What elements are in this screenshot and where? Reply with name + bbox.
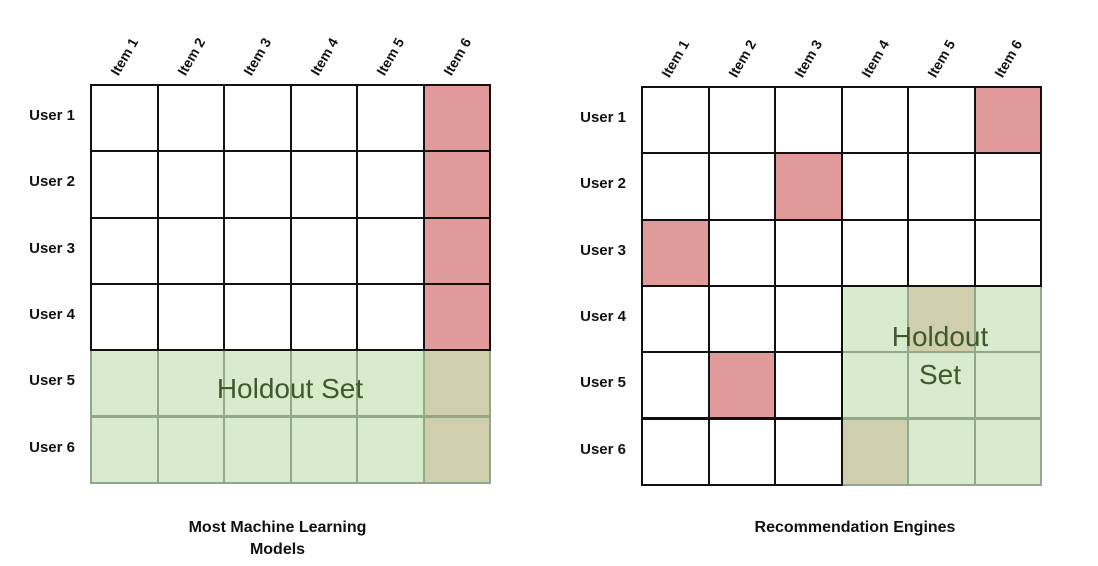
right-matrix-cell	[707, 351, 776, 420]
right-matrix-cell	[907, 86, 976, 155]
left-matrix-cell	[289, 216, 358, 285]
right-matrix-cell	[840, 86, 909, 155]
left-col-header: Item 2	[173, 34, 208, 78]
right-matrix-cell	[774, 152, 843, 221]
left-matrix-cell	[289, 282, 358, 352]
left-matrix-cell	[356, 216, 425, 285]
left-caption-line1: Most Machine Learning	[188, 519, 367, 536]
left-col-header: Item 4	[306, 34, 341, 78]
left-matrix-cell	[90, 84, 159, 153]
right-matrix-cell	[907, 417, 976, 486]
left-matrix-cell	[156, 349, 225, 418]
right-matrix-cell	[774, 218, 843, 287]
left-matrix-cell	[223, 84, 292, 153]
left-matrix-cell	[356, 282, 425, 352]
right-col-header: Item 4	[857, 36, 892, 80]
left-caption-line2: Models	[249, 541, 306, 558]
left-matrix-cell	[356, 150, 425, 219]
right-col-header: Item 3	[791, 36, 826, 80]
right-matrix-cell	[707, 284, 776, 354]
right-matrix-cell	[641, 86, 710, 155]
right-matrix-cell	[907, 152, 976, 221]
right-row-label: User 5	[580, 374, 626, 392]
left-matrix-cell	[422, 415, 491, 484]
left-col-header: Item 6	[439, 34, 474, 78]
right-matrix-cell	[707, 417, 776, 486]
right-col-header: Item 5	[924, 36, 959, 80]
right-matrix-cell	[641, 152, 710, 221]
right-row-label: User 6	[580, 440, 626, 458]
right-matrix-cell	[707, 218, 776, 287]
left-matrix-cell	[90, 282, 159, 352]
right-matrix-cell	[840, 218, 909, 287]
left-row-label: User 6	[29, 438, 75, 456]
right-caption: Recommendation Engines	[754, 519, 956, 536]
right-matrix-cell	[840, 152, 909, 221]
left-matrix-cell	[223, 282, 292, 352]
left-col-header: Item 1	[107, 34, 142, 78]
right-row-label: User 4	[580, 308, 626, 326]
left-matrix-cell	[356, 84, 425, 153]
left-matrix-cell	[289, 84, 358, 153]
left-matrix-cell	[156, 216, 225, 285]
left-matrix-cell	[289, 150, 358, 219]
right-holdout-label: Holdout Set	[840, 318, 1040, 394]
left-col-header: Item 5	[373, 34, 408, 78]
left-matrix-cell	[223, 415, 292, 484]
right-matrix-cell	[973, 218, 1042, 287]
left-matrix-cell	[90, 216, 159, 285]
left-matrix-cell	[422, 216, 491, 285]
right-holdout-line1: Holdout	[891, 321, 989, 352]
right-matrix-cell	[707, 152, 776, 221]
left-row-label: User 5	[29, 372, 75, 390]
left-matrix-cell	[289, 415, 358, 484]
right-col-header: Item 1	[658, 36, 693, 80]
right-matrix-cell	[973, 152, 1042, 221]
left-caption: Most Machine Learning Models	[175, 517, 380, 561]
left-matrix-cell	[90, 150, 159, 219]
right-matrix-cell	[641, 417, 710, 486]
left-row-label: User 1	[29, 107, 75, 125]
right-holdout-line2: Set	[918, 359, 962, 390]
right-matrix-cell	[707, 86, 776, 155]
left-col-header: Item 3	[240, 34, 275, 78]
right-col-header: Item 6	[990, 36, 1025, 80]
right-matrix-cell	[641, 351, 710, 420]
right-row-label: User 3	[580, 241, 626, 259]
right-col-header: Item 2	[724, 36, 759, 80]
right-matrix-cell	[973, 86, 1042, 155]
right-matrix-cell	[973, 351, 1042, 420]
left-row-label: User 2	[29, 173, 75, 191]
right-row-label: User 1	[580, 109, 626, 127]
left-matrix-cell	[90, 415, 159, 484]
right-matrix-cell	[774, 417, 843, 486]
left-matrix-cell	[156, 282, 225, 352]
right-matrix-cell	[774, 351, 843, 420]
right-matrix-cell	[641, 284, 710, 354]
left-matrix-cell	[223, 150, 292, 219]
right-matrix-cell	[973, 417, 1042, 486]
right-matrix-cell	[907, 218, 976, 287]
right-matrix-cell	[840, 351, 909, 420]
left-matrix-cell	[356, 415, 425, 484]
left-holdout-label: Holdout Set	[216, 373, 364, 404]
right-matrix-cell	[840, 417, 909, 486]
left-matrix-cell	[156, 415, 225, 484]
left-matrix-cell	[422, 282, 491, 352]
left-matrix-cell	[156, 84, 225, 153]
right-row-label: User 2	[580, 175, 626, 193]
left-matrix-cell	[422, 150, 491, 219]
left-matrix-cell	[156, 150, 225, 219]
left-row-label: User 4	[29, 306, 75, 324]
right-matrix-cell	[774, 284, 843, 354]
left-matrix-cell	[422, 84, 491, 153]
left-matrix-cell	[223, 216, 292, 285]
right-matrix-cell	[774, 86, 843, 155]
left-row-label: User 3	[29, 239, 75, 257]
right-matrix-cell	[641, 218, 710, 287]
